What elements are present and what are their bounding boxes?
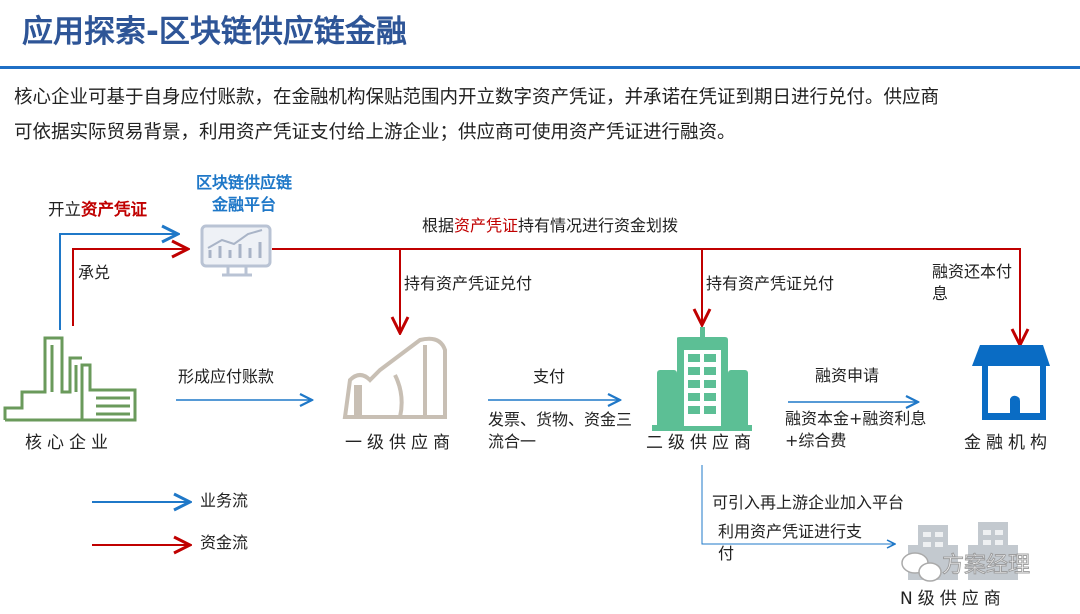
title-divider — [0, 66, 1080, 69]
legend-funds-label: 资金流 — [200, 533, 249, 552]
watermark: 方案经理 — [941, 553, 1031, 578]
redeem-label-1: 持有资产凭证兑付 — [404, 274, 533, 293]
wechat-icon — [901, 552, 942, 582]
payable-label: 形成应付账款 — [178, 367, 275, 386]
three-flows-label: 发票、货物、资金三流合一 — [488, 410, 633, 451]
core-enterprise-icon — [3, 336, 137, 422]
legend-business-label: 业务流 — [200, 491, 249, 510]
accept-label: 承兑 — [78, 263, 111, 282]
bank-icon — [972, 345, 1050, 420]
tier1-supplier-icon — [342, 336, 447, 419]
tier2-supplier-icon — [652, 327, 752, 431]
issue-arrow — [59, 234, 178, 330]
upstream-pay-label: 利用资产凭证进行支付 — [718, 522, 863, 563]
finance-cost-label: 融资本金+融资利息+综合费 — [785, 409, 927, 450]
intro-line-2: 可依据实际贸易背景，利用资产凭证支付给上游企业；供应商可使用资产凭证进行融资。 — [14, 122, 736, 143]
node-bank-label: 金融机构 — [964, 433, 1052, 453]
chart-monitor-icon — [200, 224, 272, 277]
repay-label: 融资还本付息 — [932, 262, 1013, 303]
node-tier1-label: 一级供应商 — [345, 433, 455, 453]
intro-line-1: 核心企业可基于自身应付账款，在金融机构保贴范围内开立数字资产凭证，并承诺在凭证到… — [14, 87, 940, 108]
finance-apply-label: 融资申请 — [815, 366, 880, 385]
allocate-label: 根据资产凭证持有情况进行资金划拨 — [422, 216, 679, 235]
redeem-label-2: 持有资产凭证兑付 — [706, 274, 835, 293]
accept-arrow — [72, 249, 188, 326]
upstream-arrow — [701, 465, 895, 544]
platform-label: 区块链供应链金融平台 — [195, 173, 292, 214]
node-tier2-label: 二级供应商 — [646, 433, 756, 453]
node-tierN-label: N级供应商 — [900, 589, 1006, 609]
slide-title: 应用探索-区块链供应链金融 — [22, 14, 407, 50]
allocate-line — [272, 248, 1020, 345]
issue-label: 开立资产凭证 — [48, 200, 147, 219]
upstream-label: 可引入再上游企业加入平台 — [712, 493, 905, 512]
pay-label: 支付 — [533, 367, 566, 386]
node-core-label: 核心企业 — [25, 433, 113, 453]
